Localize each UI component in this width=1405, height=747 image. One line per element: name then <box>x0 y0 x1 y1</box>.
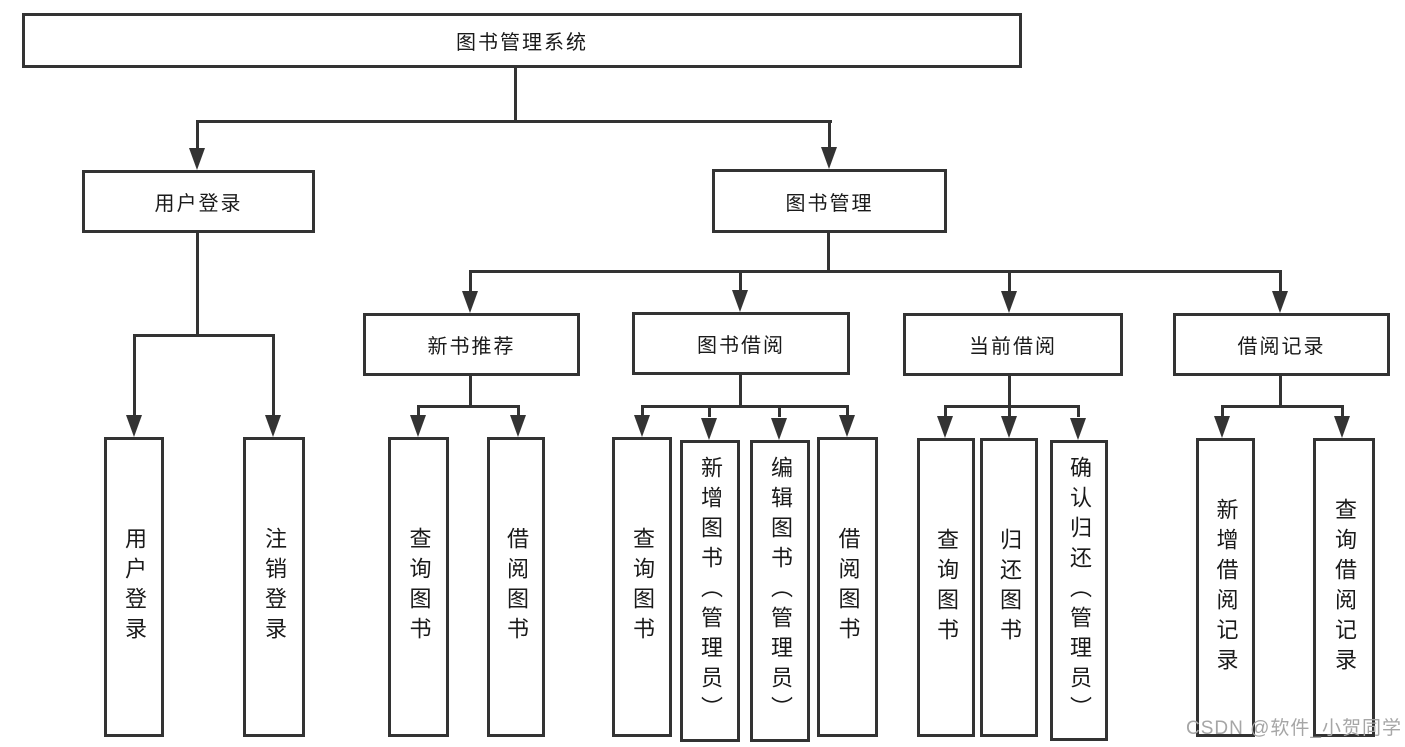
arrow-down-icon <box>126 415 142 437</box>
arrow-down-icon <box>1334 416 1350 438</box>
node-user-login: 用户登录 <box>82 170 315 233</box>
connector-line <box>133 334 136 416</box>
connector-line <box>196 120 832 123</box>
arrow-down-icon <box>701 418 717 440</box>
connector-line <box>1279 270 1282 293</box>
connector-line <box>133 334 275 337</box>
connector-line <box>827 233 830 272</box>
node-book-mgmt: 图书管理 <box>712 169 947 233</box>
leaf-cb-return-books-label: 归还图书 <box>997 527 1022 648</box>
arrow-down-icon <box>265 415 281 437</box>
connector-line <box>1341 405 1344 417</box>
connector-line <box>517 405 520 417</box>
leaf-rec-borrow-books-label: 借阅图书 <box>504 527 529 647</box>
connector-line <box>1008 376 1011 407</box>
node-borrow-record: 借阅记录 <box>1173 313 1390 376</box>
connector-line <box>1077 405 1080 417</box>
leaf-bb-query-books-label: 查询图书 <box>630 527 655 647</box>
node-current-borrow-label: 当前借阅 <box>969 336 1057 358</box>
connector-line <box>641 405 644 417</box>
connector-line <box>944 405 947 417</box>
connector-line <box>1008 270 1011 293</box>
connector-line <box>846 405 849 417</box>
connector-line <box>708 405 711 417</box>
leaf-bb-edit-books: 编辑图书（管理员） <box>750 440 810 742</box>
leaf-user-login-label: 用户登录 <box>122 527 147 647</box>
node-root-label: 图书管理系统 <box>456 32 588 54</box>
node-user-login-label: 用户登录 <box>154 193 243 215</box>
connector-line <box>469 270 1282 273</box>
arrow-down-icon <box>937 416 953 438</box>
node-new-book-rec: 新书推荐 <box>363 313 580 376</box>
connector-line <box>417 405 420 417</box>
node-borrow-record-label: 借阅记录 <box>1237 336 1326 358</box>
connector-line <box>944 405 1080 408</box>
connector-line <box>469 376 472 407</box>
connector-line <box>1279 376 1282 407</box>
leaf-br-query-record: 查询借阅记录 <box>1313 438 1375 737</box>
leaf-logout-label: 注销登录 <box>262 527 287 647</box>
node-book-mgmt-label: 图书管理 <box>785 192 874 215</box>
leaf-br-add-record-label: 新增借阅记录 <box>1213 497 1239 678</box>
connector-line <box>778 405 781 417</box>
leaf-rec-query-books-label: 查询图书 <box>406 527 432 647</box>
connector-line <box>1008 405 1011 417</box>
arrow-down-icon <box>1214 416 1230 438</box>
arrow-down-icon <box>839 415 855 437</box>
leaf-bb-add-books-label: 新增图书（管理员） <box>698 456 723 726</box>
leaf-bb-borrow-books-label: 借阅图书 <box>835 527 861 647</box>
connector-line <box>417 405 520 408</box>
node-book-borrow-label: 图书借阅 <box>697 335 785 357</box>
connector-line <box>272 334 275 416</box>
leaf-bb-borrow-books: 借阅图书 <box>817 437 878 737</box>
arrow-down-icon <box>732 290 748 312</box>
leaf-user-login: 用户登录 <box>104 437 164 737</box>
arrow-down-icon <box>462 291 478 313</box>
arrow-down-icon <box>1272 291 1288 313</box>
connector-line <box>196 120 199 150</box>
arrow-down-icon <box>1001 416 1017 438</box>
leaf-rec-query-books: 查询图书 <box>388 437 449 737</box>
node-root: 图书管理系统 <box>22 13 1022 68</box>
leaf-bb-query-books: 查询图书 <box>612 437 672 737</box>
arrow-down-icon <box>189 148 205 170</box>
node-new-book-rec-label: 新书推荐 <box>427 336 516 358</box>
leaf-bb-add-books: 新增图书（管理员） <box>680 440 740 742</box>
connector-line <box>641 405 849 408</box>
connector-line <box>739 375 742 407</box>
arrow-down-icon <box>821 147 837 169</box>
connector-line <box>739 270 742 292</box>
leaf-br-query-record-label: 查询借阅记录 <box>1332 497 1357 678</box>
arrow-down-icon <box>1070 418 1086 440</box>
connector-line <box>196 233 199 336</box>
arrow-down-icon <box>410 415 426 437</box>
arrow-down-icon <box>634 415 650 437</box>
leaf-cb-confirm-return: 确认归还（管理员） <box>1050 440 1108 741</box>
node-book-borrow: 图书借阅 <box>632 312 850 375</box>
leaf-rec-borrow-books: 借阅图书 <box>487 437 545 737</box>
connector-line <box>469 270 472 293</box>
arrow-down-icon <box>771 418 787 440</box>
leaf-cb-confirm-return-label: 确认归还（管理员） <box>1067 455 1092 726</box>
node-current-borrow: 当前借阅 <box>903 313 1123 376</box>
arrow-down-icon <box>1001 291 1017 313</box>
leaf-bb-edit-books-label: 编辑图书（管理员） <box>768 456 793 726</box>
connector-line <box>1221 405 1224 417</box>
leaf-logout: 注销登录 <box>243 437 305 737</box>
connector-line <box>1221 405 1344 408</box>
leaf-cb-return-books: 归还图书 <box>980 438 1038 737</box>
leaf-cb-query-books: 查询图书 <box>917 438 975 737</box>
leaf-br-add-record: 新增借阅记录 <box>1196 438 1255 737</box>
arrow-down-icon <box>510 415 526 437</box>
connector-line <box>514 68 517 122</box>
connector-line <box>828 120 831 149</box>
leaf-cb-query-books-label: 查询图书 <box>934 527 959 648</box>
